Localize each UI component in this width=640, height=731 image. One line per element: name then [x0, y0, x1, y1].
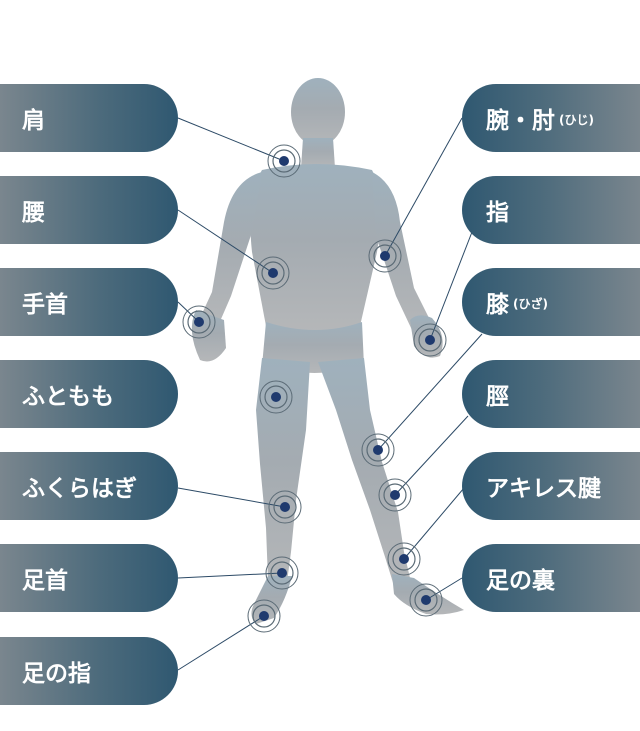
label-achilles-text: アキレス腱: [486, 476, 601, 502]
label-shoulder: 肩: [0, 84, 178, 152]
marker-sole: [409, 583, 443, 617]
marker-finger: [413, 323, 447, 357]
leader-line-shoulder: [177, 117, 285, 162]
label-ankle-text: 足首: [22, 568, 68, 594]
label-thigh-text: ふともも: [22, 384, 114, 410]
marker-shin: [378, 478, 412, 512]
joint-markers: [182, 144, 447, 633]
leader-line-calf: [177, 487, 286, 508]
leader-line-ankle: [177, 572, 283, 579]
label-arm-elbow-text: 腕・肘: [486, 108, 555, 134]
marker-waist: [256, 256, 290, 290]
leader-line-elbow: [384, 117, 463, 257]
leader-line-shin: [394, 415, 469, 496]
marker-shoulder: [267, 144, 301, 178]
label-knee: 膝 (ひざ): [462, 268, 640, 336]
label-arm-elbow-reading: (ひじ): [559, 112, 594, 127]
marker-achilles: [387, 542, 421, 576]
marker-thigh: [259, 380, 293, 414]
label-thigh: ふともも: [0, 360, 178, 428]
leader-line-waist: [177, 209, 274, 274]
label-sole-text: 足の裏: [486, 568, 555, 594]
label-wrist: 手首: [0, 268, 178, 336]
label-wrist-text: 手首: [22, 292, 68, 318]
label-arm-elbow: 腕・肘 (ひじ): [462, 84, 640, 152]
label-shin-text: 脛: [486, 384, 509, 410]
label-toes: 足の指: [0, 637, 178, 705]
leader-line-finger: [429, 231, 473, 341]
human-silhouette: [191, 78, 464, 624]
label-achilles: アキレス腱: [462, 452, 640, 520]
marker-wrist: [182, 305, 216, 339]
label-calf: ふくらはぎ: [0, 452, 178, 520]
label-finger-text: 指: [486, 200, 509, 226]
marker-toes: [247, 599, 281, 633]
label-sole: 足の裏: [462, 544, 640, 612]
marker-knee: [361, 433, 395, 467]
leader-line-knee: [377, 333, 483, 451]
marker-calf: [268, 490, 302, 524]
label-toes-text: 足の指: [22, 661, 91, 687]
label-knee-reading: (ひざ): [513, 296, 548, 311]
leader-lines: [177, 117, 483, 671]
leader-line-toes: [177, 615, 265, 671]
label-knee-text: 膝: [486, 292, 509, 318]
leader-line-achilles: [403, 487, 465, 560]
label-shoulder-text: 肩: [22, 108, 45, 134]
marker-ankle: [265, 556, 299, 590]
label-shin: 脛: [462, 360, 640, 428]
label-ankle: 足首: [0, 544, 178, 612]
label-finger: 指: [462, 176, 640, 244]
label-waist: 腰: [0, 176, 178, 244]
leader-line-sole: [425, 577, 463, 601]
marker-elbow: [368, 239, 402, 273]
label-calf-text: ふくらはぎ: [22, 476, 137, 502]
label-waist-text: 腰: [22, 200, 45, 226]
